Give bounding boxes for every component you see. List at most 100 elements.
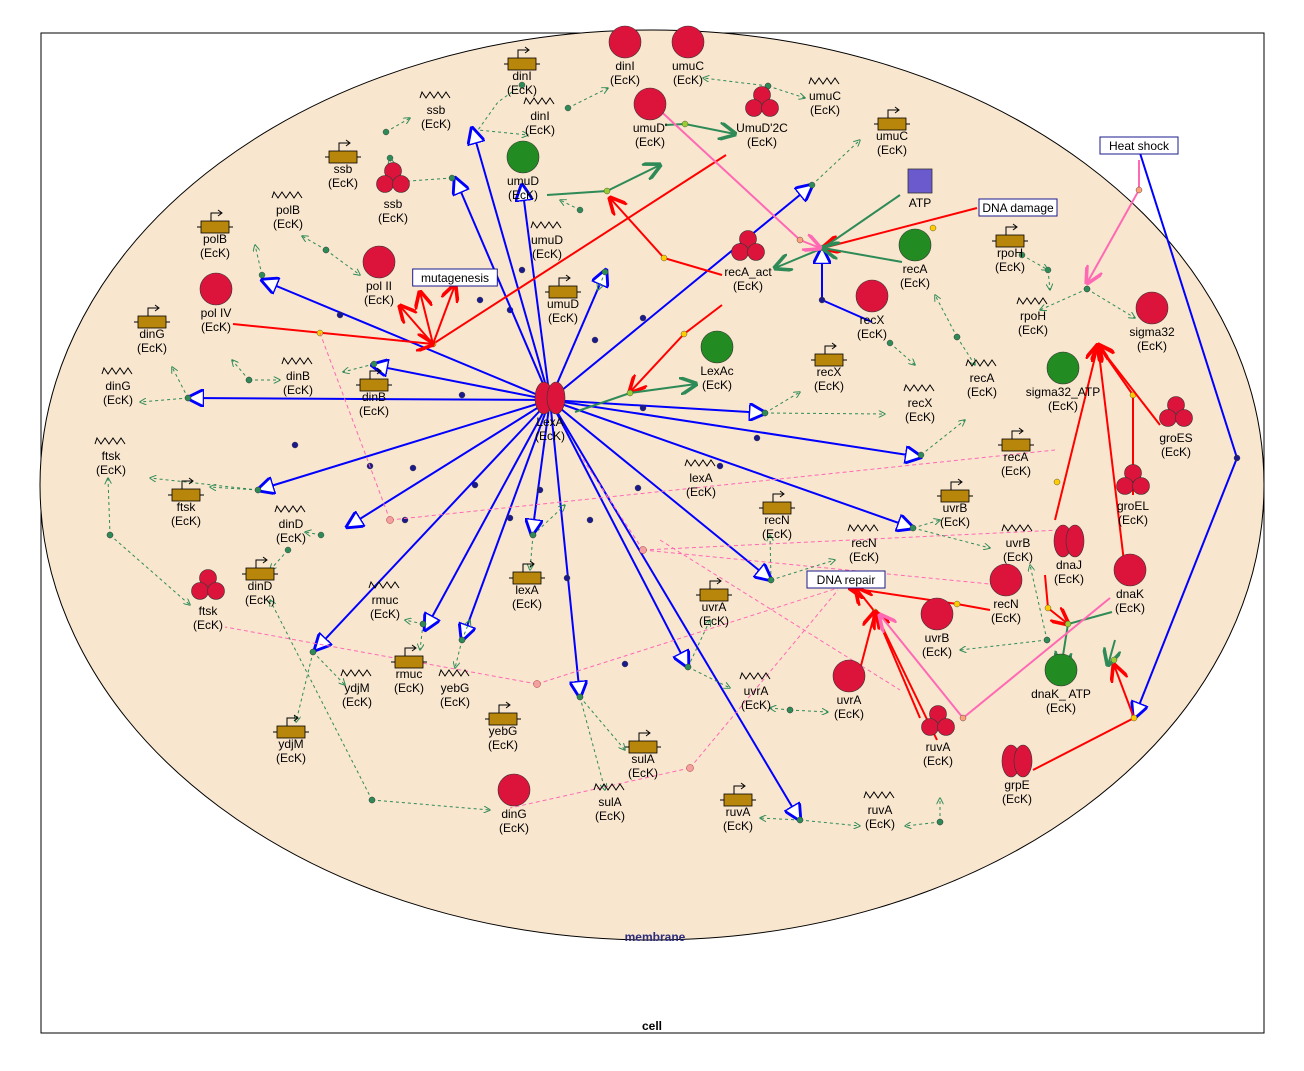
- node-umud-p[interactable]: umuD(EcK): [506, 140, 539, 202]
- node-name: lexA: [689, 471, 712, 485]
- node-uvrb-g[interactable]: uvrB(EcK): [937, 478, 973, 529]
- node-lexa-m[interactable]: lexA(EcK): [684, 458, 716, 499]
- node-grpe[interactable]: grpE(EcK): [1001, 744, 1033, 806]
- node-tag: (EcK): [610, 73, 640, 87]
- node-poliv[interactable]: pol IV(EcK): [199, 272, 233, 334]
- red-edge: [823, 207, 978, 248]
- node-sula-m[interactable]: sulA(EcK): [593, 782, 625, 823]
- node-atp[interactable]: ATP: [907, 168, 933, 210]
- node-ruva-p[interactable]: ruvA(EcK): [921, 705, 955, 769]
- node-ruva-g[interactable]: ruvA(EcK): [720, 782, 756, 833]
- reaction-node: [386, 516, 394, 524]
- heat-shock-box[interactable]: Heat shock: [1099, 136, 1179, 155]
- pinkdash-edge: [579, 454, 644, 551]
- protein-glyph: [497, 773, 531, 807]
- node-rmuc-g[interactable]: rmuc(EcK): [391, 644, 427, 695]
- node-uvrb-p[interactable]: uvrB(EcK): [920, 597, 954, 659]
- mrna-glyph: [530, 220, 562, 229]
- node-polii[interactable]: pol II(EcK): [362, 245, 396, 307]
- node-umuc-m[interactable]: umuC(EcK): [808, 76, 841, 117]
- node-ftsk-m[interactable]: ftsk(EcK): [94, 436, 126, 477]
- node-reca-g[interactable]: recA(EcK): [998, 427, 1034, 478]
- dimer-glyph: [1053, 524, 1085, 558]
- node-lexac[interactable]: LexAc(EcK): [700, 330, 734, 392]
- node-ding-g1[interactable]: dinG(EcK): [134, 304, 170, 355]
- node-recn-m[interactable]: recN(EcK): [847, 523, 879, 564]
- reaction-node: [292, 442, 298, 448]
- node-tag: (EcK): [488, 738, 518, 752]
- node-sigma32-atp[interactable]: sigma32_ATP(EcK): [1026, 351, 1100, 413]
- mutagenesis-box[interactable]: mutagenesis: [412, 268, 498, 287]
- node-recx-g[interactable]: recX(EcK): [811, 342, 847, 393]
- node-reca-act[interactable]: recA_act(EcK): [724, 230, 772, 294]
- node-uvrb-m[interactable]: uvrB(EcK): [1001, 523, 1033, 564]
- node-reca-m[interactable]: recA(EcK): [965, 358, 997, 399]
- node-tag: (EcK): [857, 327, 887, 341]
- node-rpoh-m[interactable]: rpoH(EcK): [1016, 296, 1048, 337]
- node-umudp[interactable]: umuD'(EcK): [633, 87, 667, 149]
- node-ssb-m[interactable]: ssb(EcK): [419, 90, 451, 131]
- node-ssb-p[interactable]: ssb(EcK): [376, 162, 410, 226]
- mrna-glyph: [101, 366, 133, 375]
- node-sigma32[interactable]: sigma32(EcK): [1129, 291, 1175, 353]
- node-ftsk-g[interactable]: ftsk(EcK): [168, 477, 204, 528]
- node-name: ydjM: [278, 737, 303, 751]
- node-dind-m[interactable]: dinD(EcK): [274, 504, 306, 545]
- dna-damage-label: DNA damage: [982, 201, 1054, 215]
- node-recx-p[interactable]: recX(EcK): [855, 279, 889, 341]
- dash-edge: [687, 666, 730, 688]
- reaction-node: [681, 120, 689, 128]
- node-dnak[interactable]: dnaK(EcK): [1113, 553, 1147, 615]
- node-dini-g[interactable]: dinI(EcK): [504, 46, 540, 97]
- dna-repair-box[interactable]: DNA repair: [806, 570, 886, 589]
- node-recn-p[interactable]: recN(EcK): [989, 563, 1023, 625]
- node-ruva-m[interactable]: ruvA(EcK): [863, 790, 895, 831]
- active-protein-glyph: [898, 228, 932, 262]
- dna-damage-box[interactable]: DNA damage: [978, 198, 1058, 217]
- node-name: dinD: [279, 517, 304, 531]
- node-name: ssb: [384, 197, 403, 211]
- reaction-node: [519, 267, 525, 273]
- dash-edge: [477, 84, 528, 135]
- node-polb-m[interactable]: polB(EcK): [271, 190, 303, 231]
- node-uvra-g[interactable]: uvrA(EcK): [696, 577, 732, 628]
- node-recn-g[interactable]: recN(EcK): [759, 490, 795, 541]
- node-yebg-m[interactable]: yebG(EcK): [438, 668, 470, 709]
- node-recx-m[interactable]: recX(EcK): [903, 383, 935, 424]
- node-ftsk-p[interactable]: ftsk(EcK): [191, 569, 225, 633]
- node-umud2c[interactable]: UmuD'2C(EcK): [736, 86, 788, 150]
- node-umuc-g[interactable]: umuC(EcK): [874, 106, 910, 157]
- node-dind-g[interactable]: dinD(EcK): [242, 556, 278, 607]
- node-ydjm-m[interactable]: ydjM(EcK): [340, 668, 372, 709]
- membrane-label: membrane: [625, 930, 686, 944]
- node-lexa[interactable]: LexA(EcK): [534, 381, 566, 443]
- node-umud-m[interactable]: umuD(EcK): [530, 220, 563, 261]
- node-dinb-g[interactable]: dinB(EcK): [356, 367, 392, 418]
- node-rmuc-m[interactable]: rmuc(EcK): [368, 580, 400, 621]
- node-tag: (EcK): [635, 135, 665, 149]
- node-ssb-g[interactable]: ssb(EcK): [325, 139, 361, 190]
- node-ding-p[interactable]: dinG(EcK): [497, 773, 531, 835]
- node-ding-m[interactable]: dinG(EcK): [101, 366, 133, 407]
- node-dini-p[interactable]: dinI(EcK): [608, 25, 642, 87]
- node-umuc-p[interactable]: umuC(EcK): [671, 25, 704, 87]
- mrna-glyph: [593, 782, 625, 791]
- node-reca-p[interactable]: recA(EcK): [898, 228, 932, 290]
- node-yebg-g[interactable]: yebG(EcK): [485, 701, 521, 752]
- node-name: uvrA: [744, 684, 769, 698]
- node-lexa-g[interactable]: lexA(EcK): [509, 560, 545, 611]
- node-uvra-m[interactable]: uvrA(EcK): [739, 671, 771, 712]
- node-groel[interactable]: groEL(EcK): [1116, 464, 1150, 528]
- node-sula-g[interactable]: sulA(EcK): [625, 729, 661, 780]
- node-name: recN: [851, 536, 876, 550]
- node-dnaj[interactable]: dnaJ(EcK): [1053, 524, 1085, 586]
- node-dinb-m[interactable]: dinB(EcK): [281, 356, 313, 397]
- node-polb-g[interactable]: polB(EcK): [197, 209, 233, 260]
- node-dini-m[interactable]: dinI(EcK): [523, 96, 555, 137]
- node-rpoh-g[interactable]: rpoH(EcK): [992, 223, 1028, 274]
- node-ydjm-g[interactable]: ydjM(EcK): [273, 714, 309, 765]
- node-umud-g[interactable]: umuD(EcK): [545, 274, 581, 325]
- node-dnak-atp[interactable]: dnaK_ ATP(EcK): [1031, 653, 1091, 715]
- node-uvra-p[interactable]: uvrA(EcK): [832, 659, 866, 721]
- node-groes[interactable]: groES(EcK): [1159, 396, 1193, 460]
